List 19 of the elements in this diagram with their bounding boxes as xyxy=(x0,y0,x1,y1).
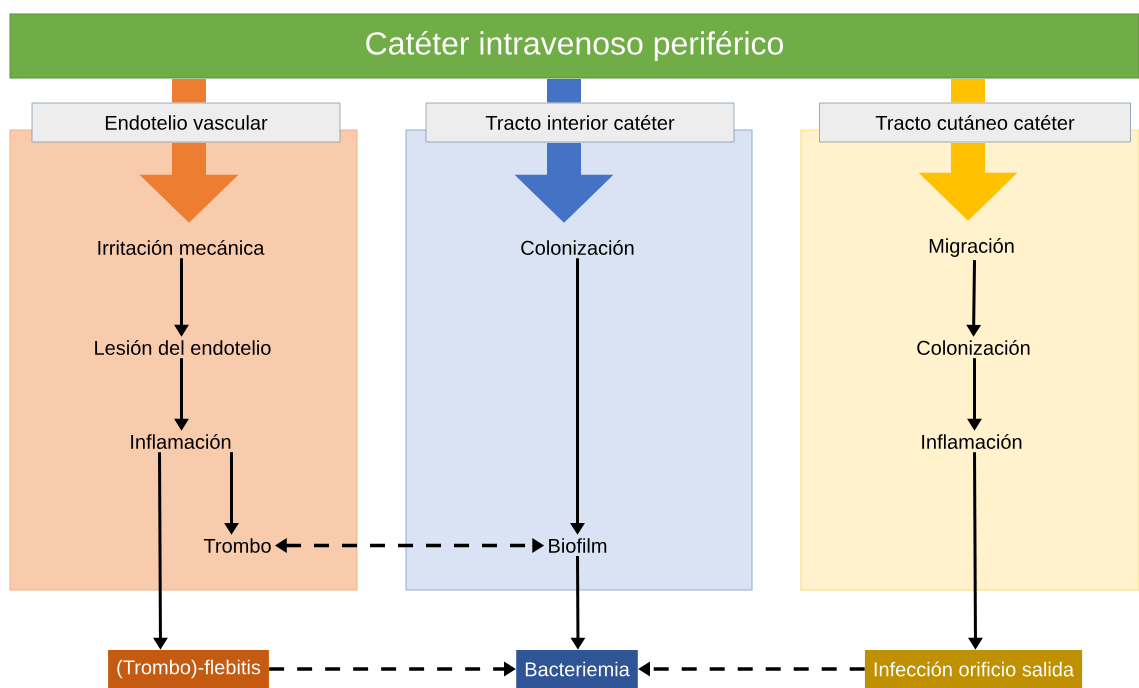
connector-bar xyxy=(547,79,581,103)
title-banner: Catéter intravenoso periférico xyxy=(9,13,1139,79)
step-label: Colonización xyxy=(917,340,1030,355)
header-box: Tracto cutáneo catéter xyxy=(819,102,1131,143)
step-label: Inflamación xyxy=(131,434,231,449)
header-box: Endotelio vascular xyxy=(31,102,341,143)
step-label: Irritación mecánica xyxy=(98,240,265,255)
connector-bar xyxy=(172,79,206,103)
outcome-box: Bacteriemia xyxy=(516,650,638,688)
outcome-box: (Trombo)-flebitis xyxy=(108,650,269,688)
outcome-box: Infección orificio salida xyxy=(864,650,1083,688)
step-label: Trombo xyxy=(203,538,271,553)
step-label: Biofilm xyxy=(549,538,607,553)
header-box: Tracto interior catéter xyxy=(425,102,735,143)
step-label: Lesión del endotelio xyxy=(95,340,271,355)
step-label: Migración xyxy=(929,238,1014,257)
step-label: Inflamación xyxy=(922,434,1022,449)
step-label: Colonización xyxy=(521,240,634,255)
connector-bar xyxy=(951,79,985,103)
